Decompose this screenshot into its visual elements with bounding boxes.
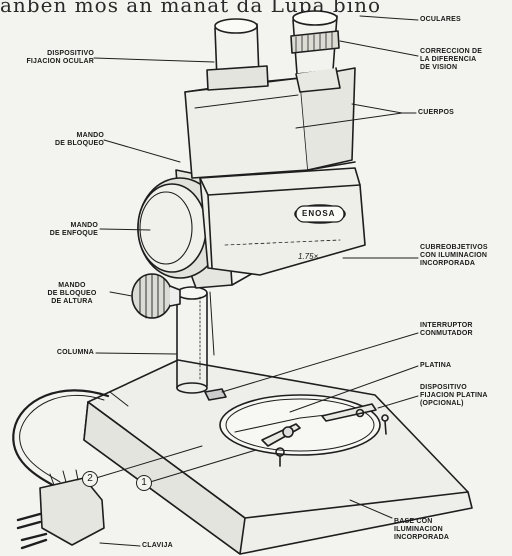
leader-marker-2 — [95, 445, 203, 479]
bodies-drawing — [184, 67, 356, 179]
brand-plate-drawing — [295, 205, 345, 223]
marker-1: 1 — [136, 475, 152, 491]
leader-correccion — [339, 40, 419, 57]
label-correccion: CORRECCION DE LA DIFERENCIA DE VISION — [420, 48, 483, 71]
leader-clavija — [99, 542, 141, 547]
leader-mando-bloqueo — [103, 139, 181, 163]
leader-mando-altura — [109, 291, 133, 297]
label-cubreobjetivos: CUBREOBJETIVOS CON ILUMINACION INCORPORA… — [420, 244, 488, 267]
leader-base — [349, 499, 393, 519]
label-platina: PLATINA — [420, 362, 452, 369]
leader-marker-1 — [149, 449, 257, 483]
plug-drawing — [16, 469, 105, 550]
label-cuerpos: CUERPOS — [418, 109, 455, 116]
label-clavija: CLAVIJA — [142, 542, 173, 549]
switch-drawing — [204, 388, 227, 401]
label-oculares: OCULARES — [420, 16, 461, 23]
label-base: BASE CON ILUMINACION INCORPORADA — [394, 518, 450, 541]
brand-text: ENOSA — [302, 209, 336, 218]
eyepieces-drawing — [206, 10, 341, 93]
marker-2: 2 — [82, 471, 98, 487]
leader-interruptor — [221, 332, 419, 393]
label-mando-bloqueo-altura: MANDO DE BLOQUEO DE ALTURA — [47, 282, 97, 305]
label-mando-enfoque: MANDO DE ENFOQUE — [49, 222, 98, 237]
leader-oculares — [359, 15, 419, 21]
header-text: anben mos an manat da Lupa bino — [0, 0, 382, 17]
column-drawing — [176, 286, 215, 394]
label-dispositivo-fijacion-ocular: DISPOSITIVO FIJACION OCULAR — [26, 50, 94, 65]
magnification-text: 1.75× — [298, 252, 319, 261]
leader-lines — [93, 15, 419, 547]
label-interruptor: INTERRUPTOR CONMUTADOR — [420, 322, 473, 337]
leader-mando-enfoque — [99, 228, 151, 231]
leader-cuerpos-2 — [351, 103, 403, 114]
label-dispositivo-fijacion-platina: DISPOSITIVO FIJACION PLATINA (OPCIONAL) — [420, 384, 488, 407]
cable-drawing — [12, 389, 110, 490]
leader-cuerpos-1 — [295, 112, 403, 129]
height-knob-drawing — [131, 273, 181, 319]
leader-platina — [289, 365, 419, 413]
leader-columna — [95, 352, 177, 355]
stage-plate-drawing — [219, 394, 389, 467]
leader-fijacion-ocular — [93, 57, 215, 63]
leader-fijacion-platina — [377, 395, 419, 409]
label-columna: COLUMNA — [56, 349, 94, 356]
label-mando-bloqueo: MANDO DE BLOQUEO — [54, 132, 104, 147]
